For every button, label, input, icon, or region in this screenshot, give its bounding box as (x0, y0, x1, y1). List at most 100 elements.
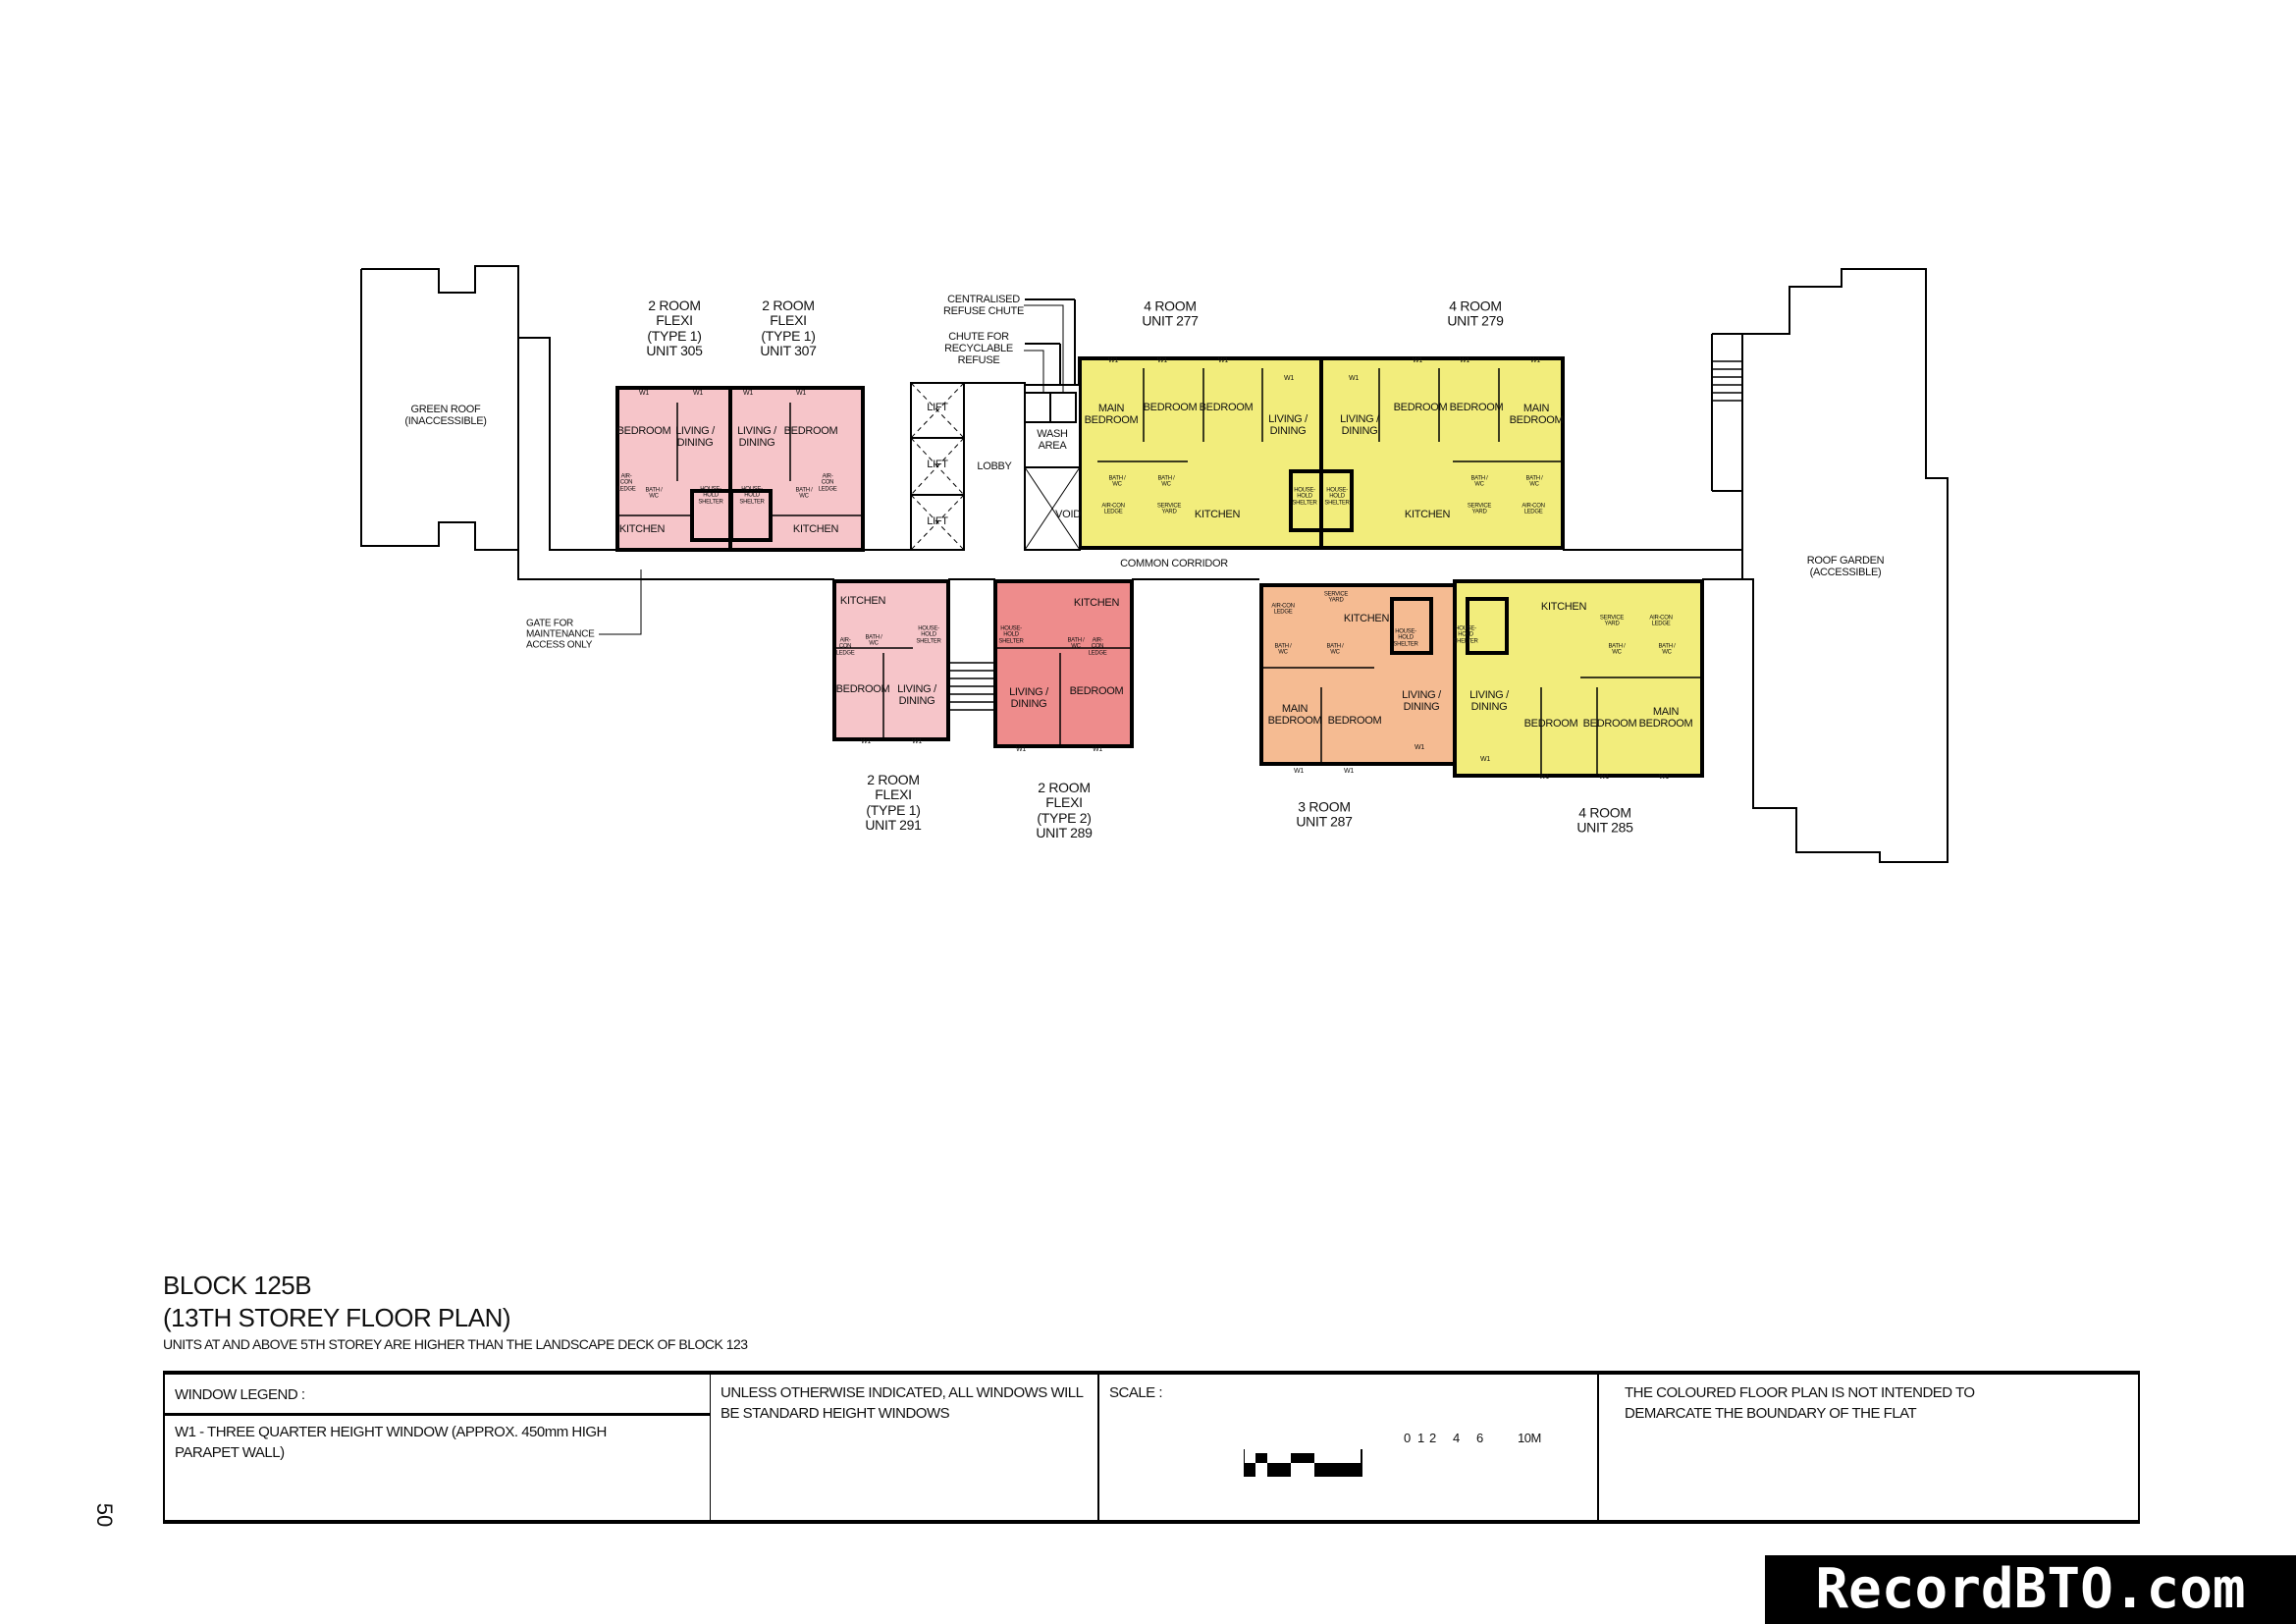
window-tag-w1: W1 (1349, 375, 1359, 383)
room-label: HOUSE- HOLD SHELTER (916, 625, 941, 645)
window-tag-w1: W1 (1599, 774, 1609, 782)
unit-291-area (832, 579, 950, 741)
room-label: BATH / WC (645, 487, 663, 500)
annotation-lobby: LOBBY (977, 460, 1012, 472)
window-tag-w1: W1 (1460, 357, 1469, 365)
roof-outlines (360, 265, 1949, 863)
window-legend-w1: W1 - THREE QUARTER HEIGHT WINDOW (APPROX… (175, 1424, 607, 1461)
room-label: LIVING / DINING (1268, 412, 1308, 437)
unit-label: 4 ROOM UNIT 285 (1576, 804, 1633, 836)
unit-289-area (993, 579, 1134, 748)
standard-window-text: UNLESS OTHERWISE INDICATED, ALL WINDOWS … (721, 1384, 1083, 1422)
room-label: HOUSE- HOLD SHELTER (1324, 487, 1350, 507)
room-label: MAIN BEDROOM (1638, 705, 1693, 730)
scale-tick: 0 (1404, 1431, 1411, 1445)
room-label: BEDROOM (1523, 717, 1578, 730)
room-label: LIVING / DINING (1469, 688, 1509, 713)
room-label: LIVING / DINING (1009, 685, 1048, 710)
room-label: BEDROOM (1199, 401, 1254, 413)
unit-307-area (728, 386, 865, 552)
deck-note: UNITS AT AND ABOVE 5TH STOREY ARE HIGHER… (163, 1336, 748, 1352)
room-label: KITCHEN (1540, 600, 1587, 613)
unit-287-area (1259, 583, 1457, 766)
room-label: HOUSE- HOLD SHELTER (739, 486, 765, 506)
room-label: BATH / WC (1157, 475, 1175, 488)
room-label: BEDROOM (1327, 714, 1382, 727)
room-label: AIR-CON LEDGE (1649, 615, 1673, 627)
room-label: HOUSE- HOLD SHELTER (998, 625, 1024, 645)
window-tag-w1: W1 (1218, 357, 1228, 365)
lift-label: LIFT (927, 514, 948, 527)
room-label: BEDROOM (1393, 401, 1448, 413)
unit-279-area (1319, 356, 1565, 550)
room-label: AIR-CON LEDGE (1271, 603, 1295, 616)
annotation-wash-area: WASH AREA (1037, 427, 1068, 452)
interior-walls (617, 368, 1702, 776)
room-label: KITCHEN (1194, 508, 1241, 520)
corridor-outline-top (518, 337, 617, 551)
corridor-outline-bottom (517, 550, 834, 580)
window-tag-w1: W1 (1415, 744, 1424, 752)
unit-label: 4 ROOM UNIT 277 (1142, 298, 1199, 329)
annotation-green-roof: GREEN ROOF (INACCESSIBLE) (404, 403, 487, 427)
room-label: KITCHEN (839, 594, 886, 607)
window-tag-w1: W1 (1530, 357, 1540, 365)
window-tag-w1: W1 (639, 390, 649, 398)
scale-cell: SCALE : 0 1 2 4 6 10M (1099, 1375, 1599, 1520)
room-label: BATH / WC (1108, 475, 1126, 488)
roof-garden-outline (1741, 268, 1949, 863)
room-label: LIVING / DINING (897, 682, 936, 707)
room-label: KITCHEN (618, 522, 666, 535)
window-tag-w1: W1 (1108, 357, 1118, 365)
room-label: AIR- CON LEDGE (818, 473, 837, 493)
room-label: BEDROOM (616, 424, 671, 437)
room-label: SERVICE YARD (1599, 615, 1625, 627)
lift-label: LIFT (927, 401, 948, 413)
room-label: LIVING / DINING (675, 424, 715, 449)
page-number: 50 (92, 1502, 118, 1528)
leader-lines (599, 304, 1064, 635)
room-label: MAIN BEDROOM (1267, 702, 1322, 727)
disclaimer-cell: THE COLOURED FLOOR PLAN IS NOT INTENDED … (1599, 1375, 2138, 1520)
room-label: LIVING / DINING (737, 424, 776, 449)
room-label: KITCHEN (1404, 508, 1451, 520)
window-tag-w1: W1 (1413, 357, 1422, 365)
room-label: BATH / WC (1658, 643, 1676, 656)
room-label: SERVICE YARD (1156, 503, 1182, 515)
room-label: KITCHEN (792, 522, 839, 535)
unit-label: 2 ROOM FLEXI (TYPE 1) UNIT 307 (760, 298, 817, 359)
window-tag-w1: W1 (1539, 774, 1549, 782)
window-legend-heading: WINDOW LEGEND : (165, 1375, 710, 1416)
window-tag-w1: W1 (796, 390, 806, 398)
room-label: BATH / WC (1608, 643, 1626, 656)
window-tag-w1: W1 (912, 738, 922, 746)
unit-label: 2 ROOM FLEXI (TYPE 1) UNIT 291 (865, 772, 922, 834)
unit-label: 2 ROOM FLEXI (TYPE 2) UNIT 289 (1036, 780, 1093, 841)
window-tag-w1: W1 (1157, 357, 1167, 365)
unit-label: 2 ROOM FLEXI (TYPE 1) UNIT 305 (646, 298, 703, 359)
room-label: BEDROOM (783, 424, 838, 437)
room-label: LIVING / DINING (1340, 412, 1379, 437)
room-label: AIR- CON LEDGE (1088, 637, 1107, 657)
window-tag-w1: W1 (1480, 756, 1490, 764)
window-tag-w1: W1 (861, 738, 871, 746)
room-label: MAIN BEDROOM (1084, 402, 1139, 426)
page-subtitle: (13TH STOREY FLOOR PLAN) (163, 1303, 511, 1332)
room-label: HOUSE- HOLD SHELTER (1453, 625, 1478, 645)
annotation-refuse-chute: CENTRALISED REFUSE CHUTE (943, 293, 1024, 317)
window-tag-w1: W1 (693, 390, 703, 398)
standard-window-note: UNLESS OTHERWISE INDICATED, ALL WINDOWS … (711, 1375, 1099, 1520)
room-label: BEDROOM (835, 682, 890, 695)
room-label: MAIN BEDROOM (1509, 402, 1564, 426)
scale-heading: SCALE : (1109, 1384, 1163, 1401)
room-label: HOUSE- HOLD SHELTER (1393, 628, 1418, 648)
room-label: SERVICE YARD (1467, 503, 1492, 515)
unit-label: 3 ROOM UNIT 287 (1296, 798, 1353, 830)
unit-285-area (1453, 579, 1704, 778)
unit-fills (615, 356, 1704, 778)
scale-tick: 1 (1417, 1431, 1424, 1445)
annotation-common-corridor: COMMON CORRIDOR (1120, 557, 1228, 569)
window-tag-w1: W1 (743, 390, 753, 398)
room-label: KITCHEN (1073, 596, 1120, 609)
window-tag-w1: W1 (1016, 746, 1026, 754)
